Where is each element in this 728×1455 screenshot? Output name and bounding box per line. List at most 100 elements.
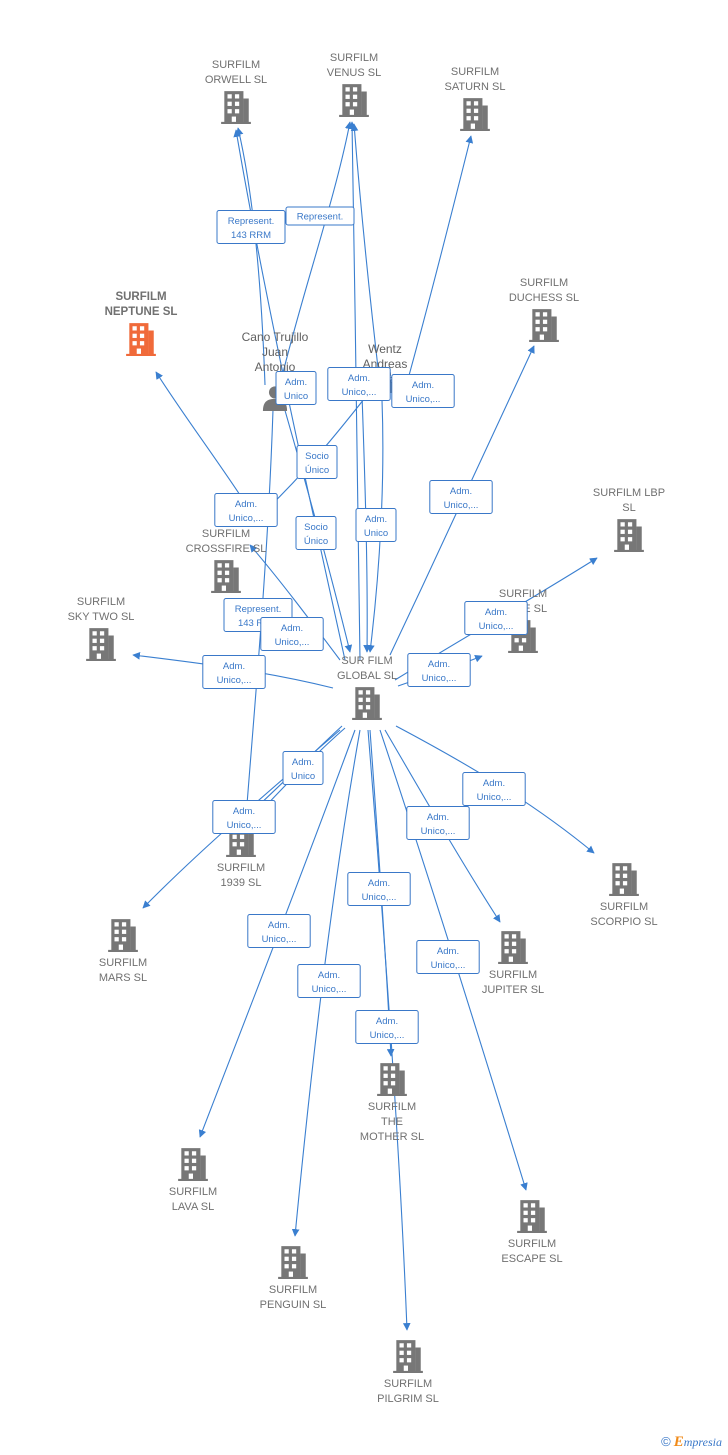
company-name-line[interactable]: SUR FILM	[341, 655, 392, 667]
company-name-line[interactable]: SURFILM	[212, 59, 260, 71]
edge-label-text[interactable]: Único	[305, 465, 329, 476]
building-icon[interactable]	[221, 91, 251, 124]
edge-label-text[interactable]: Adm.	[348, 373, 370, 384]
company-name-line[interactable]: SURFILM	[269, 1284, 317, 1296]
edge-label-text[interactable]: Adm.	[428, 659, 450, 670]
edge-label-text[interactable]: Socio	[304, 522, 328, 533]
company-name-line[interactable]: SATURN SL	[445, 81, 506, 93]
company-name-line[interactable]: MOTHER SL	[360, 1131, 424, 1143]
building-icon[interactable]	[126, 323, 156, 356]
person-name-line[interactable]: Antonio	[255, 360, 296, 374]
company-name-line[interactable]: LAVA SL	[172, 1201, 214, 1213]
building-icon[interactable]	[614, 519, 644, 552]
edge-label-l22[interactable]: Adm. Unico,...	[416, 940, 480, 974]
edge-label-l13[interactable]: Adm.Unico,...	[464, 601, 528, 635]
company-name-line[interactable]: GLOBAL SL	[337, 670, 397, 682]
company-name-line[interactable]: SURFILM	[499, 588, 547, 600]
edge-label-text[interactable]: Unico	[291, 771, 315, 782]
edge-label-l17[interactable]: Adm.Unico,...	[212, 800, 276, 834]
company-name-line[interactable]: SURFILM	[169, 1186, 217, 1198]
edge-label-l19[interactable]: Adm.Unico,...	[406, 806, 470, 840]
company-name-line[interactable]: NEPTUNE SL	[105, 306, 178, 318]
company-name-line[interactable]: SURFILM	[368, 1101, 416, 1113]
edge-label-box[interactable]	[355, 1010, 419, 1044]
edge-label-text[interactable]: Adm.	[292, 757, 314, 768]
company-name-line[interactable]: SURFILM	[99, 957, 147, 969]
edge-label-text[interactable]: Unico,...	[479, 621, 514, 632]
edge-label-box[interactable]	[260, 617, 324, 651]
edge-label-l1[interactable]: Represent. 143 RRM	[216, 210, 286, 244]
edge-label-text[interactable]: Unico,...	[406, 394, 441, 405]
edge-label-text[interactable]: Adm.	[412, 380, 434, 391]
edge-label-text[interactable]: Adm.	[223, 661, 245, 672]
company-name-line[interactable]: SURFILM LBP	[593, 487, 665, 499]
company-name-line[interactable]: ORWELL SL	[205, 74, 267, 86]
edge-label-box[interactable]	[202, 655, 266, 689]
edge-label-text[interactable]: 143 RRM	[231, 230, 271, 241]
company-name-line[interactable]: SCORPIO SL	[590, 916, 657, 928]
edge-label-l5[interactable]: Adm. Unico,...	[391, 374, 455, 408]
edge-label-box[interactable]	[282, 751, 324, 785]
company-name-line[interactable]: SURFILM	[115, 291, 166, 303]
company-name-line[interactable]: CROSSFIRE SL	[186, 543, 267, 555]
edge-label-box[interactable]	[462, 772, 526, 806]
edge-label-box[interactable]	[355, 508, 397, 542]
building-icon[interactable]	[529, 309, 559, 342]
edge-label-box[interactable]	[295, 516, 337, 550]
company-name-line[interactable]: JUPITER SL	[482, 984, 544, 996]
edge-label-text[interactable]: Unico,...	[312, 984, 347, 995]
edge-label-text[interactable]: Adm.	[427, 812, 449, 823]
company-name-line[interactable]: SL	[622, 502, 635, 514]
edge-label-text[interactable]: Adm.	[450, 486, 472, 497]
edge-label-box[interactable]	[429, 480, 493, 514]
edge-label-text[interactable]: Unico,...	[342, 387, 377, 398]
edge-label-box[interactable]	[407, 653, 471, 687]
edge-label-text[interactable]: Adm.	[235, 499, 257, 510]
building-icon[interactable]	[278, 1246, 308, 1279]
edge-label-text[interactable]: Adm.	[437, 946, 459, 957]
edge-label-l21[interactable]: Adm.Unico,...	[247, 914, 311, 948]
edge-label-l18[interactable]: Adm.Unico,...	[462, 772, 526, 806]
edge-label-l7[interactable]: Adm. Unico,...	[214, 493, 278, 527]
edge-label-box[interactable]	[285, 206, 355, 226]
edge-label-text[interactable]: Unico,...	[370, 1030, 405, 1041]
edge-label-l10[interactable]: Adm.Unico,...	[429, 480, 493, 514]
edge-label-l23[interactable]: Adm.Unico,...	[297, 964, 361, 998]
company-name-line[interactable]: SURFILM	[202, 528, 250, 540]
edge-label-text[interactable]: Unico,...	[275, 637, 310, 648]
edge-label-box[interactable]	[212, 800, 276, 834]
edge-label-box[interactable]	[464, 601, 528, 635]
company-node-neptune[interactable]: SURFILM NEPTUNE SL	[105, 291, 178, 356]
edge-label-text[interactable]: Socio	[305, 451, 329, 462]
edge-label-text[interactable]: Adm.	[268, 920, 290, 931]
edge-label-text[interactable]: Unico,...	[431, 960, 466, 971]
edge-label-l9[interactable]: Adm.Unico	[355, 508, 397, 542]
edge-label-text[interactable]: Adm.	[285, 377, 307, 388]
company-name-line[interactable]: ESCAPE SL	[501, 1253, 562, 1265]
edge-label-text[interactable]: Represent.	[228, 216, 274, 227]
company-node-orwell[interactable]: SURFILM ORWELL SL	[205, 59, 267, 124]
edge-label-text[interactable]: Represent.	[235, 604, 281, 615]
footer-brand[interactable]: © Empresia	[661, 1434, 722, 1451]
building-icon[interactable]	[377, 1063, 407, 1096]
edge-label-box[interactable]	[391, 374, 455, 408]
edge-label-text[interactable]: Adm.	[376, 1016, 398, 1027]
edge-label-box[interactable]	[247, 914, 311, 948]
edge-label-text[interactable]: Unico,...	[229, 513, 264, 524]
building-icon[interactable]	[517, 1200, 547, 1233]
person-name-line[interactable]: Juan	[262, 345, 288, 359]
person-name-line[interactable]: Wentz	[368, 342, 402, 356]
edge-label-text[interactable]: Represent.	[297, 212, 343, 223]
edge-label-text[interactable]: Adm.	[368, 878, 390, 889]
company-name-line[interactable]: SKY TWO SL	[68, 611, 135, 623]
company-node-global[interactable]: SUR FILM GLOBAL SL	[337, 655, 397, 720]
edge-label-box[interactable]	[406, 806, 470, 840]
company-node-lbp[interactable]: SURFILM LBP SL	[593, 487, 665, 552]
company-name-line[interactable]: SURFILM	[77, 596, 125, 608]
edge-label-l24[interactable]: Adm. Unico,...	[355, 1010, 419, 1044]
